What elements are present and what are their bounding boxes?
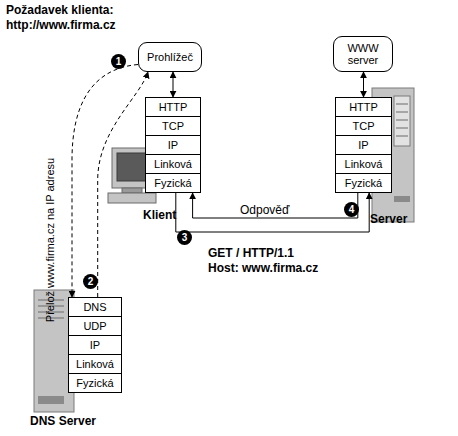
caption-text: http://www.firma.cz <box>6 18 116 32</box>
caption-text: GET / HTTP/1.1 <box>208 246 294 260</box>
node-text: IP <box>358 139 368 151</box>
caption-text: Požadavek klienta: <box>6 3 113 17</box>
server-bay <box>394 96 410 146</box>
dns-panel <box>38 396 64 404</box>
connector-arrow <box>363 72 364 97</box>
edge-label: Odpověď <box>240 203 289 217</box>
callout-number: 3 <box>177 230 192 245</box>
layer-box: Linková <box>145 154 201 174</box>
monitor-screen <box>117 153 147 181</box>
layer-box: DNS <box>68 297 122 317</box>
layer-box: Fyzická <box>145 173 201 193</box>
server-slot <box>396 120 408 121</box>
dashed-arrow <box>72 65 138 298</box>
layer-box: Fyzická <box>68 373 122 393</box>
server-slot <box>396 104 408 105</box>
layer-box: IP <box>335 135 392 155</box>
node-text: WWW server <box>337 42 389 66</box>
layer-box: IP <box>145 135 201 155</box>
layer-box: Fyzická <box>335 173 392 193</box>
server-slot <box>396 112 408 113</box>
node-text: HTTP <box>159 101 188 113</box>
monitor-stand <box>122 188 142 193</box>
computer-base <box>108 193 156 203</box>
connector-arrow <box>173 72 174 97</box>
node-text: TCP <box>162 120 184 132</box>
app-box: WWW server <box>333 36 393 72</box>
node-text: IP <box>168 139 178 151</box>
edge-label: Přelož www.firma.cz na IP adresu <box>44 158 56 322</box>
node-text: HTTP <box>349 101 378 113</box>
layer-box: Linková <box>68 354 122 374</box>
node-text: TCP <box>353 120 375 132</box>
node-text: Linková <box>76 358 114 370</box>
node-text: Prohlížeč <box>147 51 193 63</box>
caption-text: DNS Server <box>30 414 96 428</box>
node-text: Linková <box>154 158 192 170</box>
server-slot <box>396 136 408 137</box>
dashed-arrow <box>98 72 148 297</box>
server-slot <box>396 128 408 129</box>
layer-box: TCP <box>145 116 201 136</box>
connector-arrow <box>193 193 358 218</box>
node-text: UDP <box>83 320 106 332</box>
caption-text: Host: www.firma.cz <box>208 261 318 275</box>
layer-box: TCP <box>335 116 392 136</box>
app-box: Prohlížeč <box>138 42 202 72</box>
callout-number: 1 <box>111 54 126 69</box>
node-text: Fyzická <box>345 177 382 189</box>
caption-text: Klient <box>143 208 176 222</box>
node-text: DNS <box>83 301 106 313</box>
layer-box: Linková <box>335 154 392 174</box>
server-panel <box>394 196 410 202</box>
node-text: Linková <box>345 158 383 170</box>
node-text: IP <box>90 339 100 351</box>
caption-text: Server <box>370 212 407 226</box>
connector-arrow <box>176 193 369 232</box>
callout-number: 2 <box>83 274 98 289</box>
node-text: Fyzická <box>76 377 113 389</box>
layer-box: HTTP <box>335 97 392 117</box>
layer-box: IP <box>68 335 122 355</box>
layer-box: HTTP <box>145 97 201 117</box>
layer-box: UDP <box>68 316 122 336</box>
callout-number: 4 <box>344 202 359 217</box>
node-text: Fyzická <box>154 177 191 189</box>
